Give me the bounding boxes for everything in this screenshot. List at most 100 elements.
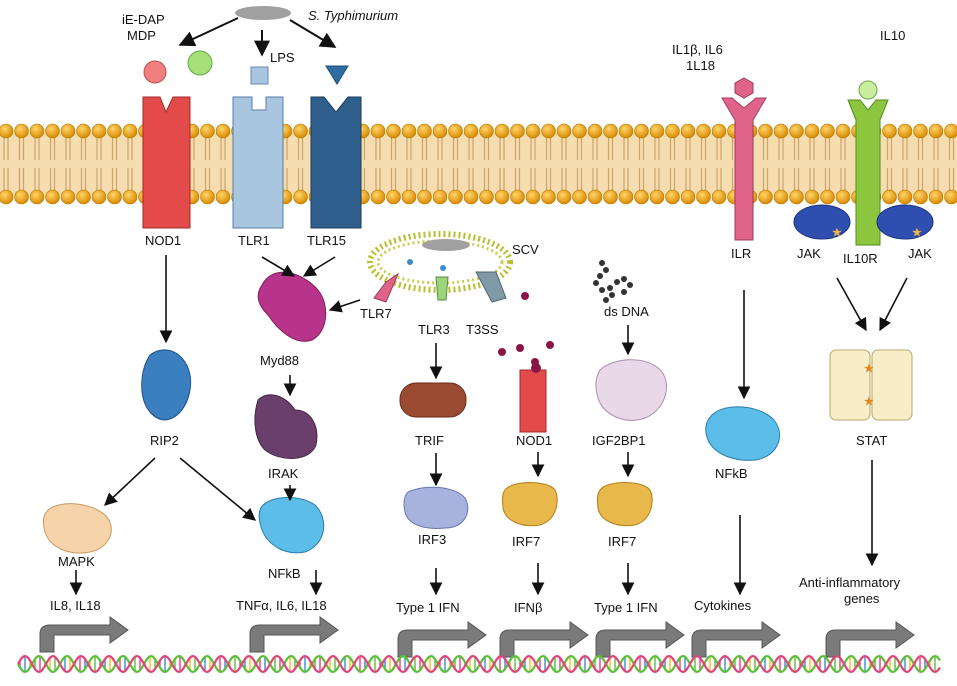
bacterium-shape <box>235 6 291 20</box>
mdp-ligand-icon <box>187 50 213 76</box>
lipid-head <box>463 189 479 205</box>
arrow-bact-to-nod <box>178 17 239 47</box>
lipid-head <box>293 189 308 205</box>
lipid-head <box>572 189 587 205</box>
lipid-head <box>882 123 897 139</box>
tlr15-label: TLR15 <box>307 233 346 248</box>
transcription-arrow-icon <box>691 621 781 658</box>
lipid-head <box>758 189 773 205</box>
lipid-head <box>14 189 29 205</box>
il-ligand-icon <box>734 77 754 99</box>
lipid-head <box>510 189 525 205</box>
lipid-head <box>789 123 804 139</box>
cytokine-input-label-2: 1L18 <box>686 58 715 73</box>
lipid-head <box>122 123 138 139</box>
mapk-protein <box>42 503 112 554</box>
scv-bacterium <box>422 239 470 251</box>
output-label-7b: genes <box>844 591 880 606</box>
t3ss-icon <box>475 271 507 303</box>
lipid-head <box>587 123 603 139</box>
nfkb-left-protein <box>258 497 325 554</box>
lipid-head <box>928 123 944 139</box>
nfkb-right-protein <box>705 406 781 461</box>
lipid-head <box>479 189 494 205</box>
lipid-head <box>758 123 773 139</box>
lipid-head <box>0 123 14 139</box>
lipid-head <box>463 123 479 139</box>
lipid-head <box>820 123 835 139</box>
transcription-arrow-icon <box>825 621 915 658</box>
effector-dots <box>498 292 554 366</box>
iedap-ligand-icon <box>143 60 167 84</box>
rip2-protein <box>141 349 192 421</box>
lps-label: LPS <box>270 50 295 65</box>
lipid-head <box>91 123 107 139</box>
lipid-head <box>386 189 401 205</box>
igf2bp1-protein <box>595 359 667 421</box>
transcription-arrow-icon <box>499 621 589 658</box>
igf2bp1-label: IGF2BP1 <box>592 433 645 448</box>
arrow-bact-to-tlr15-ligand <box>289 19 337 48</box>
lipid-head <box>60 189 76 205</box>
transcription-arrow-icon <box>39 616 129 653</box>
lipid-head <box>76 189 91 205</box>
t3ss-label: T3SS <box>466 322 499 337</box>
tlr15-receptor <box>310 96 362 229</box>
scv-label: SCV <box>512 242 539 257</box>
lipid-head <box>122 189 138 205</box>
irf7-b-label: IRF7 <box>608 534 636 549</box>
lipid-head <box>432 189 448 205</box>
dna-strand <box>17 655 941 673</box>
lipid-head <box>448 189 463 205</box>
ligand-label-iedap: iE-DAP <box>122 12 165 27</box>
jak-left-label: JAK <box>797 246 821 261</box>
stat-phospho-icon-bottom: ★ <box>864 396 874 408</box>
lipid-head <box>897 189 913 205</box>
tlr3-receptor-icon <box>435 276 449 301</box>
lipid-head <box>14 123 29 139</box>
stat-label: STAT <box>856 433 887 448</box>
nod1-label: NOD1 <box>145 233 181 248</box>
trif-protein <box>399 382 467 418</box>
output-label-5: Type 1 IFN <box>594 600 658 615</box>
trif-label: TRIF <box>415 433 444 448</box>
cytokine-input-label: IL1β, IL6 <box>672 42 723 57</box>
bacterium-label: S. Typhimurium <box>308 8 398 23</box>
lipid-head <box>200 123 215 139</box>
nod1-bound-effector <box>531 363 541 373</box>
lipid-head <box>494 189 510 205</box>
irak-protein <box>254 394 318 459</box>
lipid-head <box>386 123 401 139</box>
lipid-head <box>107 189 122 205</box>
jak-left-shape <box>793 204 851 240</box>
lipid-head <box>45 123 60 139</box>
nfkb-left-label: NFkB <box>268 566 301 581</box>
lipid-head <box>649 123 665 139</box>
lipid-head <box>835 189 851 205</box>
lipid-head <box>448 123 463 139</box>
lipid-head <box>913 123 928 139</box>
lipid-head <box>45 189 60 205</box>
lipid-head <box>928 189 944 205</box>
lipid-head <box>603 123 618 139</box>
lipid-head <box>711 189 727 205</box>
rip2-label: RIP2 <box>150 433 179 448</box>
lipid-head <box>494 123 510 139</box>
irf7-b-protein <box>596 482 653 527</box>
lipid-head <box>432 123 448 139</box>
irf3-label: IRF3 <box>418 532 446 547</box>
lipid-head <box>789 189 804 205</box>
lipid-head <box>711 123 727 139</box>
transcription-arrow-icon <box>595 621 685 658</box>
lipid-head <box>541 189 556 205</box>
lipid-head <box>587 189 603 205</box>
ds-dna-icon <box>593 260 633 303</box>
lipid-head <box>370 123 386 139</box>
lipid-head <box>417 189 432 205</box>
lipid-head <box>804 123 820 139</box>
lipid-head <box>634 123 649 139</box>
ligand-label-mdp: MDP <box>127 28 156 43</box>
jak-right-phospho-icon: ★ <box>912 227 922 239</box>
jak-right-shape <box>876 204 934 240</box>
lipid-head <box>91 189 107 205</box>
